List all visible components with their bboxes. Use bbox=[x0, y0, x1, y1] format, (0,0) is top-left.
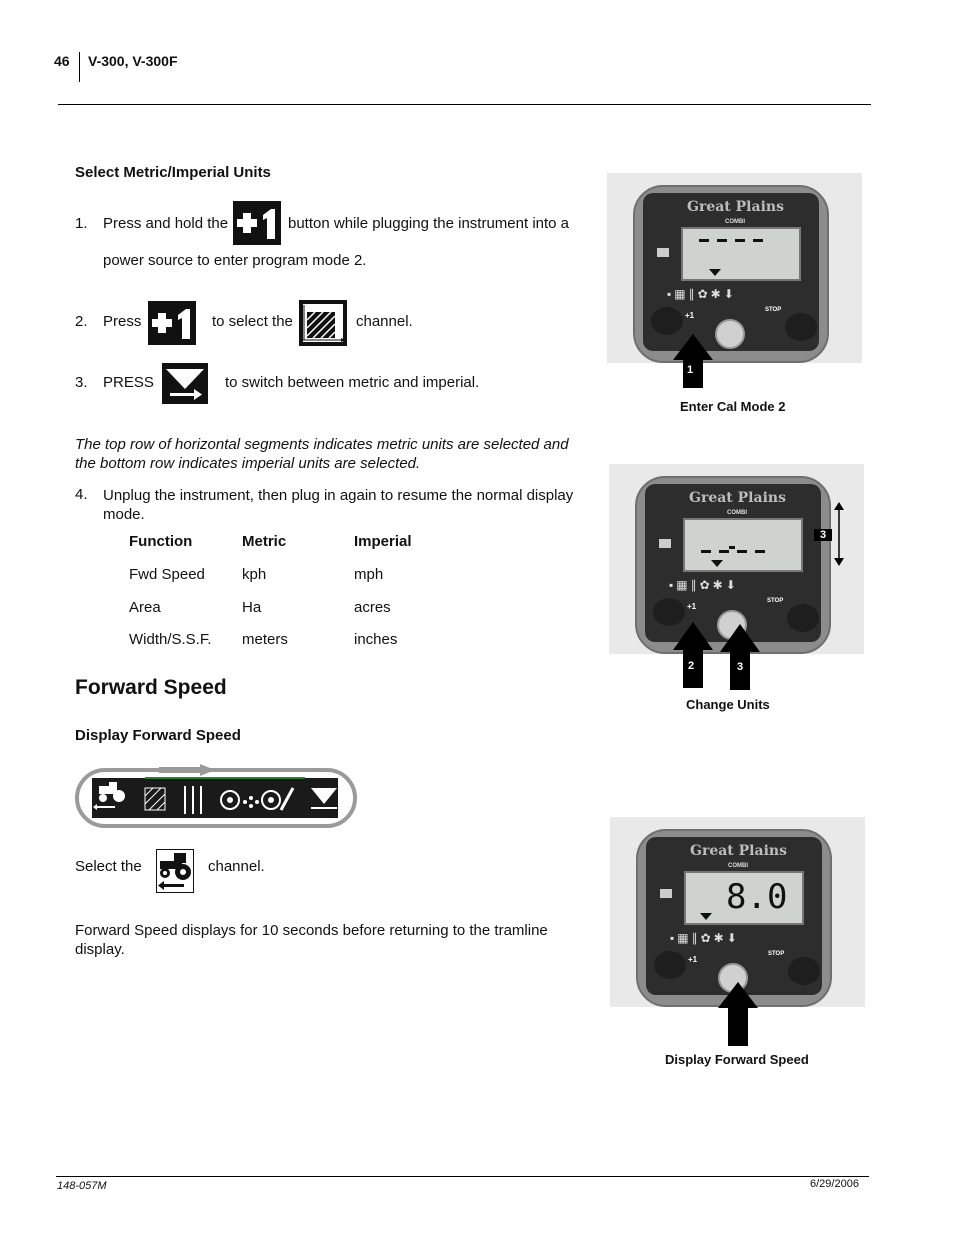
footer-date: 6/29/2006 bbox=[810, 1178, 859, 1190]
callout-arrow-3 bbox=[720, 624, 760, 690]
down-arrow-button-icon bbox=[162, 363, 208, 404]
model-label: COMBI bbox=[727, 510, 747, 516]
select-channel-text-b: channel. bbox=[208, 858, 265, 875]
footer-doc-number: 148-057M bbox=[57, 1180, 107, 1192]
plus-one-button-icon bbox=[148, 301, 196, 345]
step3-number: 3. bbox=[75, 374, 88, 391]
instrument-panel: Great Plains COMBI 8.0 ▪▦∥✿✱⬇ +1 STOP bbox=[646, 837, 822, 995]
caption-display-forward-speed: Display Forward Speed bbox=[665, 1052, 809, 1067]
callout-arrow-forward-speed bbox=[718, 982, 758, 1046]
step2-text-c: channel. bbox=[356, 313, 413, 330]
table-cell: Width/S.S.F. bbox=[129, 631, 212, 648]
header-model: V-300, V-300F bbox=[88, 53, 178, 69]
figure-enter-cal-mode-2: Great Plains COMBI ▪▦∥✿✱⬇ +1 STOP bbox=[607, 173, 862, 363]
footer-rule bbox=[56, 1176, 869, 1177]
table-cell: kph bbox=[242, 566, 267, 583]
figure-display-forward-speed: Great Plains COMBI 8.0 ▪▦∥✿✱⬇ +1 STOP bbox=[610, 817, 865, 1007]
down-button bbox=[715, 319, 745, 349]
double-arrow-icon bbox=[834, 502, 844, 566]
caption-change-units: Change Units bbox=[686, 697, 770, 712]
plus-one-button bbox=[653, 598, 685, 626]
header-rule bbox=[58, 104, 871, 105]
figure-change-units: Great Plains COMBI ▪▦∥✿✱⬇ +1 STOP bbox=[609, 464, 864, 654]
instrument-panel: Great Plains COMBI ▪▦∥✿✱⬇ +1 STOP bbox=[645, 484, 821, 642]
step1-text-a: Press and hold the bbox=[103, 215, 229, 232]
display-indicator-icon bbox=[659, 539, 671, 548]
stop-button bbox=[785, 313, 817, 341]
area-channel-icon bbox=[299, 300, 347, 346]
display-indicator-icon bbox=[657, 248, 669, 257]
callout-tag-side-3: 3 bbox=[814, 529, 832, 541]
step1-text-b: button while plugging the instrument int… bbox=[288, 215, 570, 232]
model-label: COMBI bbox=[725, 219, 745, 225]
step2-number: 2. bbox=[75, 313, 88, 330]
callout-tag-3: 3 bbox=[734, 660, 746, 674]
brand-label: Great Plains bbox=[690, 843, 787, 859]
stop-button bbox=[787, 604, 819, 632]
callout-tag-1: 1 bbox=[684, 363, 696, 377]
stop-label: STOP bbox=[768, 951, 785, 957]
step2-text-b: to select the bbox=[212, 313, 293, 330]
tractor-speed-icon bbox=[155, 848, 195, 894]
step1-text-c: power source to enter program mode 2. bbox=[103, 252, 367, 269]
page-number: 46 bbox=[54, 53, 70, 69]
plus-one-button bbox=[654, 951, 686, 979]
table-cell: Ha bbox=[242, 599, 262, 616]
plus-one-button-icon bbox=[233, 201, 281, 245]
step1-number: 1. bbox=[75, 215, 88, 232]
callout-arrow-2 bbox=[673, 622, 713, 688]
channel-strip-icon bbox=[75, 758, 357, 830]
plus-one-button bbox=[651, 307, 683, 335]
step3-text-b: to switch between metric and imperial. bbox=[225, 374, 480, 391]
step2-text-a: Press bbox=[103, 313, 142, 330]
plus-one-label: +1 bbox=[688, 955, 698, 964]
table-cell: Area bbox=[129, 599, 161, 616]
stop-button bbox=[788, 957, 820, 985]
section-title-metric-imperial: Select Metric/Imperial Units bbox=[75, 164, 271, 181]
table-cell: mph bbox=[354, 566, 384, 583]
channel-icons-row: ▪▦∥✿✱⬇ bbox=[667, 287, 737, 301]
lcd-display bbox=[683, 518, 803, 572]
table-cell: Fwd Speed bbox=[129, 566, 205, 583]
table-cell: meters bbox=[242, 631, 288, 648]
select-channel-text-a: Select the bbox=[75, 858, 142, 875]
table-header: Imperial bbox=[354, 533, 412, 550]
step4-number: 4. bbox=[75, 486, 88, 503]
model-label: COMBI bbox=[728, 863, 748, 869]
units-note: The top row of horizontal segments indic… bbox=[75, 436, 569, 472]
plus-one-label: +1 bbox=[685, 311, 695, 320]
stop-label: STOP bbox=[767, 598, 784, 604]
display-indicator-icon bbox=[660, 889, 672, 898]
section-title-forward-speed: Forward Speed bbox=[75, 676, 227, 699]
callout-tag-2: 2 bbox=[685, 659, 697, 673]
lcd-display bbox=[681, 227, 801, 281]
instrument-panel: Great Plains COMBI ▪▦∥✿✱⬇ +1 STOP bbox=[643, 193, 819, 351]
table-header: Metric bbox=[242, 533, 287, 550]
subsection-title-display-forward-speed: Display Forward Speed bbox=[75, 727, 241, 744]
brand-label: Great Plains bbox=[689, 490, 786, 506]
step3-text-a: PRESS bbox=[103, 374, 154, 391]
lcd-value: 8.0 bbox=[726, 877, 788, 917]
caption-enter-cal-mode-2: Enter Cal Mode 2 bbox=[680, 399, 786, 414]
step4-text: Unplug the instrument, then plug in agai… bbox=[103, 487, 574, 523]
plus-one-label: +1 bbox=[687, 602, 697, 611]
table-header: Function bbox=[129, 533, 193, 550]
callout-arrow-1 bbox=[673, 334, 713, 388]
stop-label: STOP bbox=[765, 307, 782, 313]
header-separator bbox=[79, 52, 80, 82]
table-cell: inches bbox=[354, 631, 398, 648]
lcd-display: 8.0 bbox=[684, 871, 804, 925]
forward-speed-description: Forward Speed displays for 10 seconds be… bbox=[75, 922, 548, 958]
channel-icons-row: ▪▦∥✿✱⬇ bbox=[669, 578, 739, 592]
brand-label: Great Plains bbox=[687, 199, 784, 215]
table-cell: acres bbox=[354, 599, 391, 616]
channel-icons-row: ▪▦∥✿✱⬇ bbox=[670, 931, 740, 945]
